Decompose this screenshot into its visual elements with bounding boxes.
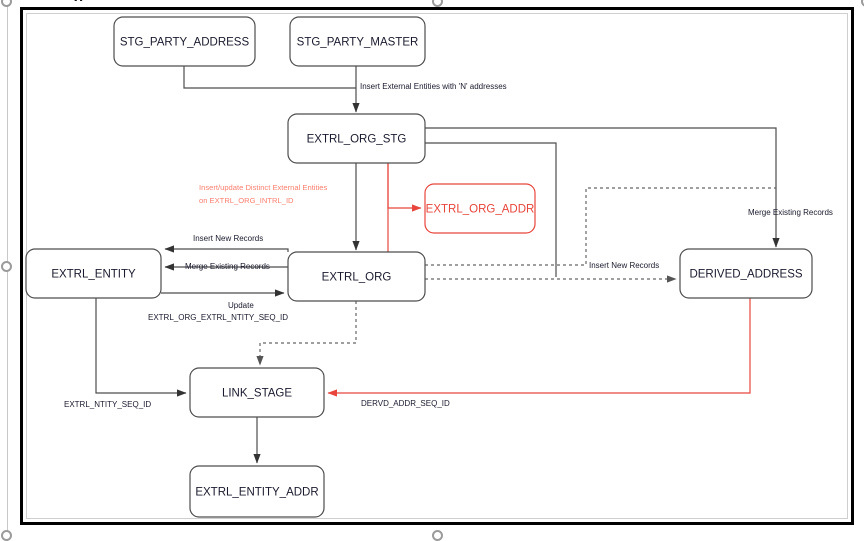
node-label: EXTRL_ORG xyxy=(322,272,392,284)
edge-label-update-seq-id-line1: Update xyxy=(228,301,254,310)
edge-extrl-org-stg-to-derived-address-insert xyxy=(425,142,557,277)
node-box[interactable] xyxy=(113,16,256,67)
edge-extrl-org-stg-to-extrl-org-addr xyxy=(387,163,422,212)
node-box[interactable] xyxy=(189,465,325,518)
node-derived-address[interactable]: DERIVED_ADDRESS xyxy=(679,248,813,299)
edge-label-insert-external-entities: Insert External Entities with 'N' addres… xyxy=(360,82,507,91)
node-extrl-org-addr[interactable]: EXTRL_ORG_ADDR xyxy=(424,183,536,234)
node-extrl-org[interactable]: EXTRL_ORG xyxy=(287,251,426,302)
edge-extrl-org-stg-to-derived-address-merge xyxy=(425,127,780,248)
nodes-layer: STG_PARTY_ADDRESS STG_PARTY_MASTER EXTRL_O… xyxy=(25,16,813,518)
clipped-title-text: g xyxy=(74,0,83,1)
node-box[interactable] xyxy=(287,251,426,302)
node-label: STG_PARTY_ADDRESS xyxy=(120,37,250,49)
edge-label-dervd-addr-seq-id: DERVD_ADDR_SEQ_ID xyxy=(361,399,450,408)
node-box[interactable] xyxy=(25,248,162,299)
edge-label-insert-new-records-entity: Insert New Records xyxy=(193,234,263,243)
node-label: DERIVED_ADDRESS xyxy=(689,269,802,281)
edge-extrl-entity-to-link-stage xyxy=(95,298,187,397)
node-label: LINK_STAGE xyxy=(222,388,292,400)
node-extrl-entity-addr[interactable]: EXTRL_ENTITY_ADDR xyxy=(189,465,325,518)
node-stg-party-master[interactable]: STG_PARTY_MASTER xyxy=(289,16,426,67)
node-box[interactable] xyxy=(679,248,813,299)
node-box[interactable] xyxy=(289,16,426,67)
edge-extrl-org-to-link-stage-dashed xyxy=(256,301,357,366)
node-box[interactable] xyxy=(424,183,536,234)
edge-extrl-org-to-extrl-entity-insert xyxy=(164,245,289,253)
handle-bottom-center[interactable] xyxy=(432,530,443,541)
node-label: EXTRL_ORG_ADDR xyxy=(426,204,535,216)
handle-top-left[interactable] xyxy=(1,0,12,7)
edge-extrl-org-to-derived-address-dashed-upper xyxy=(425,187,776,266)
node-link-stage[interactable]: LINK_STAGE xyxy=(189,367,325,418)
edges xyxy=(95,66,780,464)
edge-derived-address-to-link-stage xyxy=(327,298,751,397)
handle-top-center[interactable] xyxy=(432,0,443,7)
edge-label-update-seq-id-line2: EXTRL_ORG_EXTRL_NTITY_SEQ_ID xyxy=(148,313,288,322)
edge-label-merge-existing-records-derived: Merge Existing Records xyxy=(748,208,833,217)
edge-label-extrl-ntity-seq-id: EXTRL_NTITY_SEQ_ID xyxy=(64,400,151,409)
node-label: EXTRL_ENTITY xyxy=(51,269,136,281)
edge-label-merge-existing-records-entity: Merge Existing Records xyxy=(185,262,270,271)
node-label: EXTRL_ENTITY_ADDR xyxy=(195,487,318,499)
node-box[interactable] xyxy=(287,113,426,164)
handle-top-right[interactable] xyxy=(861,0,864,7)
node-stg-party-address[interactable]: STG_PARTY_ADDRESS xyxy=(113,16,256,67)
node-extrl-entity[interactable]: EXTRL_ENTITY xyxy=(25,248,162,299)
node-label: STG_PARTY_MASTER xyxy=(297,37,419,49)
edge-label-insert-new-records-derived: Insert New Records xyxy=(589,261,659,270)
edge-label-insert-update-distinct-line2: on EXTRL_ORG_INTRL_ID xyxy=(199,196,294,205)
node-box[interactable] xyxy=(189,367,325,418)
node-extrl-org-stg[interactable]: EXTRL_ORG_STG xyxy=(287,113,426,164)
handle-bottom-left[interactable] xyxy=(1,530,12,541)
handle-middle-left[interactable] xyxy=(1,261,12,272)
edge-label-insert-update-distinct-line1: Insert/update Distinct External Entities xyxy=(199,183,328,192)
edge-labels-layer: Insert External Entities with 'N' addres… xyxy=(64,82,833,409)
edge-stg-party-address-to-extrl-org-stg xyxy=(183,66,356,89)
node-label: EXTRL_ORG_STG xyxy=(307,134,407,146)
